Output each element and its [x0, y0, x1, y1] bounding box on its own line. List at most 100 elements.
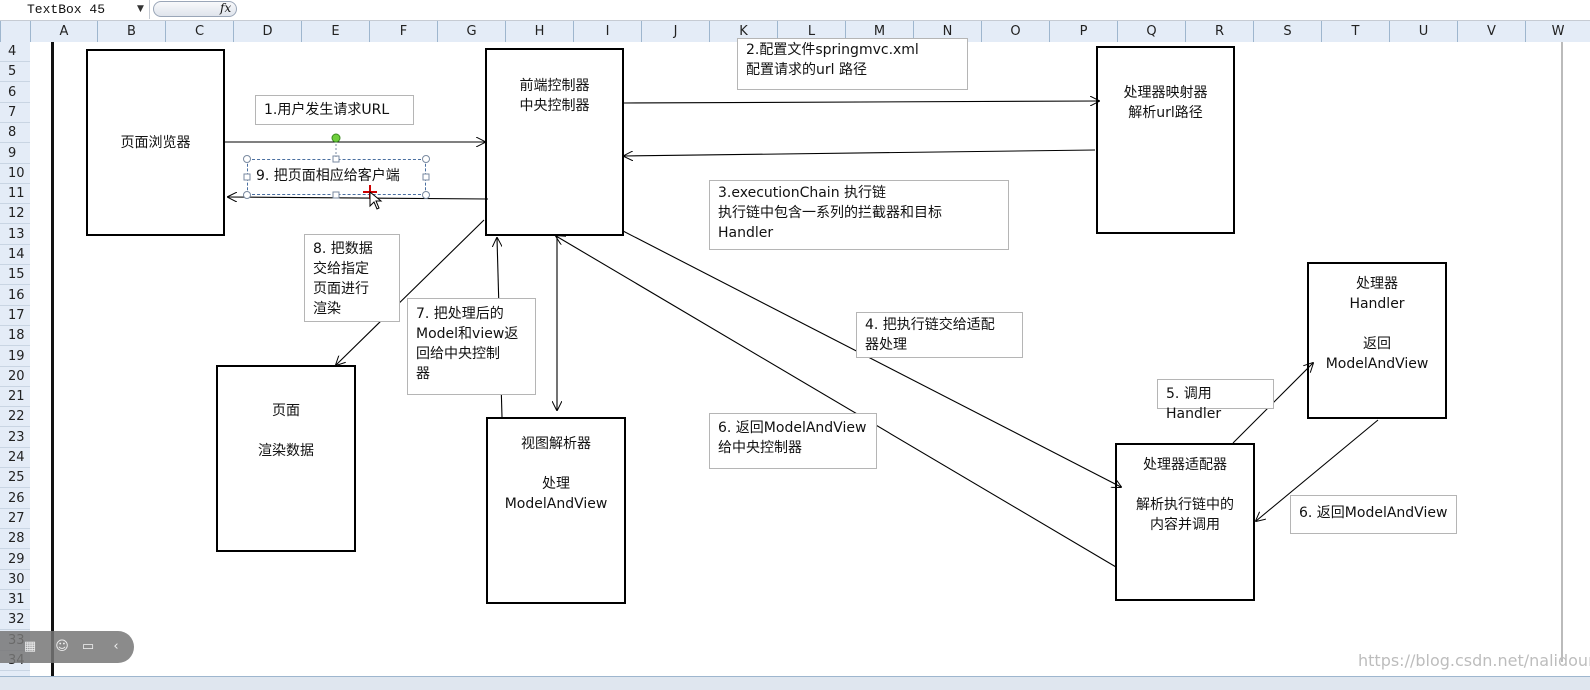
row-header-8[interactable]: 8 — [0, 123, 30, 144]
note-step-4[interactable]: 4. 把执行链交给适配器处理 — [856, 312, 1023, 358]
column-header-H[interactable]: H — [505, 21, 573, 42]
row-header-7[interactable]: 7 — [0, 103, 30, 123]
column-header-I[interactable]: I — [573, 21, 641, 42]
row-header-13[interactable]: 13 — [0, 225, 30, 245]
row-header-27[interactable]: 27 — [0, 509, 30, 529]
emoji-icon[interactable]: ☺ — [55, 639, 69, 654]
row-header-10[interactable]: 10 — [0, 164, 30, 184]
text-line: 器 — [416, 366, 430, 382]
text-line: Handler — [718, 225, 774, 241]
name-box[interactable]: TextBox 45 — [0, 0, 150, 19]
column-header-F[interactable]: F — [369, 21, 437, 42]
select-all-corner[interactable] — [0, 21, 30, 42]
note-step-1[interactable]: 1.用户发生请求URL — [255, 95, 414, 125]
column-header-P[interactable]: P — [1049, 21, 1117, 42]
text-line — [1117, 475, 1253, 495]
row-header-15[interactable]: 15 — [0, 265, 30, 286]
row-header-5[interactable]: 5 — [0, 62, 30, 83]
column-header-B[interactable]: B — [97, 21, 165, 42]
row-header-29[interactable]: 29 — [0, 550, 30, 570]
column-header-C[interactable]: C — [165, 21, 233, 42]
row-header-24[interactable]: 24 — [0, 448, 30, 468]
note-step-9[interactable]: 9. 把页面相应给客户端 — [247, 159, 426, 195]
column-header-T[interactable]: T — [1321, 21, 1389, 42]
row-header-22[interactable]: 22 — [0, 407, 30, 428]
text-line: 回给中央控制 — [416, 346, 500, 362]
box-page[interactable]: 页面 渲染数据 — [216, 365, 356, 552]
column-header-K[interactable]: K — [709, 21, 777, 42]
text-line: Handler — [1349, 296, 1405, 312]
formula-bar: TextBox 45 ▼ fx — [0, 0, 1590, 21]
floating-toolbar: ▦ ☺ ▭ ‹ — [0, 631, 134, 663]
row-header-18[interactable]: 18 — [0, 326, 30, 347]
box-front-controller[interactable]: 前端控制器中央控制器 — [485, 48, 624, 236]
text-line: 页面浏览器 — [120, 135, 191, 151]
row-header-12[interactable]: 12 — [0, 204, 30, 225]
function-icon[interactable]: fx — [220, 1, 232, 15]
note-step-8[interactable]: 8. 把数据交给指定页面进行渲染 — [304, 234, 400, 322]
row-header-17[interactable]: 17 — [0, 306, 30, 326]
column-header-M[interactable]: M — [845, 21, 913, 42]
note-step-6b[interactable]: 6. 返回ModelAndView — [1290, 495, 1457, 534]
row-header-23[interactable]: 23 — [0, 428, 30, 448]
column-header-G[interactable]: G — [437, 21, 505, 42]
collapse-icon[interactable]: ‹ — [113, 639, 119, 654]
row-header-25[interactable]: 25 — [0, 468, 30, 489]
row-header-28[interactable]: 28 — [0, 529, 30, 550]
row-header-16[interactable]: 16 — [0, 286, 30, 306]
row-header-9[interactable]: 9 — [0, 144, 30, 164]
column-header-S[interactable]: S — [1253, 21, 1321, 42]
box-handler-mapping[interactable]: 处理器映射器解析url路径 — [1096, 46, 1235, 234]
text-line: 中央控制器 — [519, 98, 590, 114]
column-header-W[interactable]: W — [1525, 21, 1590, 42]
sheet-tab-bar[interactable] — [0, 676, 1590, 690]
column-header-U[interactable]: U — [1389, 21, 1457, 42]
column-header-D[interactable]: D — [233, 21, 301, 42]
box-handler-adapter[interactable]: 处理器适配器 解析执行链中的内容并调用 — [1115, 443, 1255, 601]
text-line: 视图解析器 — [521, 436, 591, 452]
column-header-V[interactable]: V — [1457, 21, 1525, 42]
column-header-J[interactable]: J — [641, 21, 709, 42]
text-line: 处理 — [542, 476, 570, 492]
row-header-31[interactable]: 31 — [0, 590, 30, 611]
row-header-4[interactable]: 4 — [0, 42, 30, 62]
text-line: 处理器 — [1356, 276, 1398, 292]
column-header-R[interactable]: R — [1185, 21, 1253, 42]
column-header-E[interactable]: E — [301, 21, 369, 42]
text-line: 7. 把处理后的 — [416, 306, 504, 322]
column-header-Q[interactable]: Q — [1117, 21, 1185, 42]
formula-input[interactable] — [153, 1, 237, 17]
row-header-11[interactable]: 11 — [0, 184, 30, 205]
row-header-19[interactable]: 19 — [0, 347, 30, 367]
text-line: 4. 把执行链交给适配 — [865, 317, 995, 333]
text-line: 页面 — [272, 403, 300, 419]
row-header-14[interactable]: 14 — [0, 245, 30, 265]
text-line: 内容并调用 — [1150, 517, 1220, 533]
grid-icon[interactable]: ▦ — [23, 639, 37, 654]
chevron-down-icon[interactable]: ▼ — [137, 4, 144, 14]
box-browser[interactable]: 页面浏览器 — [86, 49, 225, 236]
divider — [1561, 42, 1563, 662]
column-header-O[interactable]: O — [981, 21, 1049, 42]
note-step-5[interactable]: 5. 调用Handler — [1157, 379, 1274, 422]
row-header-20[interactable]: 20 — [0, 367, 30, 387]
column-header-N[interactable]: N — [913, 21, 981, 42]
divider — [51, 42, 54, 682]
column-header-L[interactable]: L — [777, 21, 845, 42]
column-header-A[interactable]: A — [30, 21, 97, 42]
row-header-30[interactable]: 30 — [0, 570, 30, 590]
text-line: 9. 把页面相应给客户端 — [256, 168, 400, 184]
row-header-32[interactable]: 32 — [0, 610, 30, 631]
row-header-21[interactable]: 21 — [0, 387, 30, 408]
chat-icon[interactable]: ▭ — [81, 639, 95, 654]
row-header-6[interactable]: 6 — [0, 83, 30, 103]
row-header-26[interactable]: 26 — [0, 489, 30, 509]
